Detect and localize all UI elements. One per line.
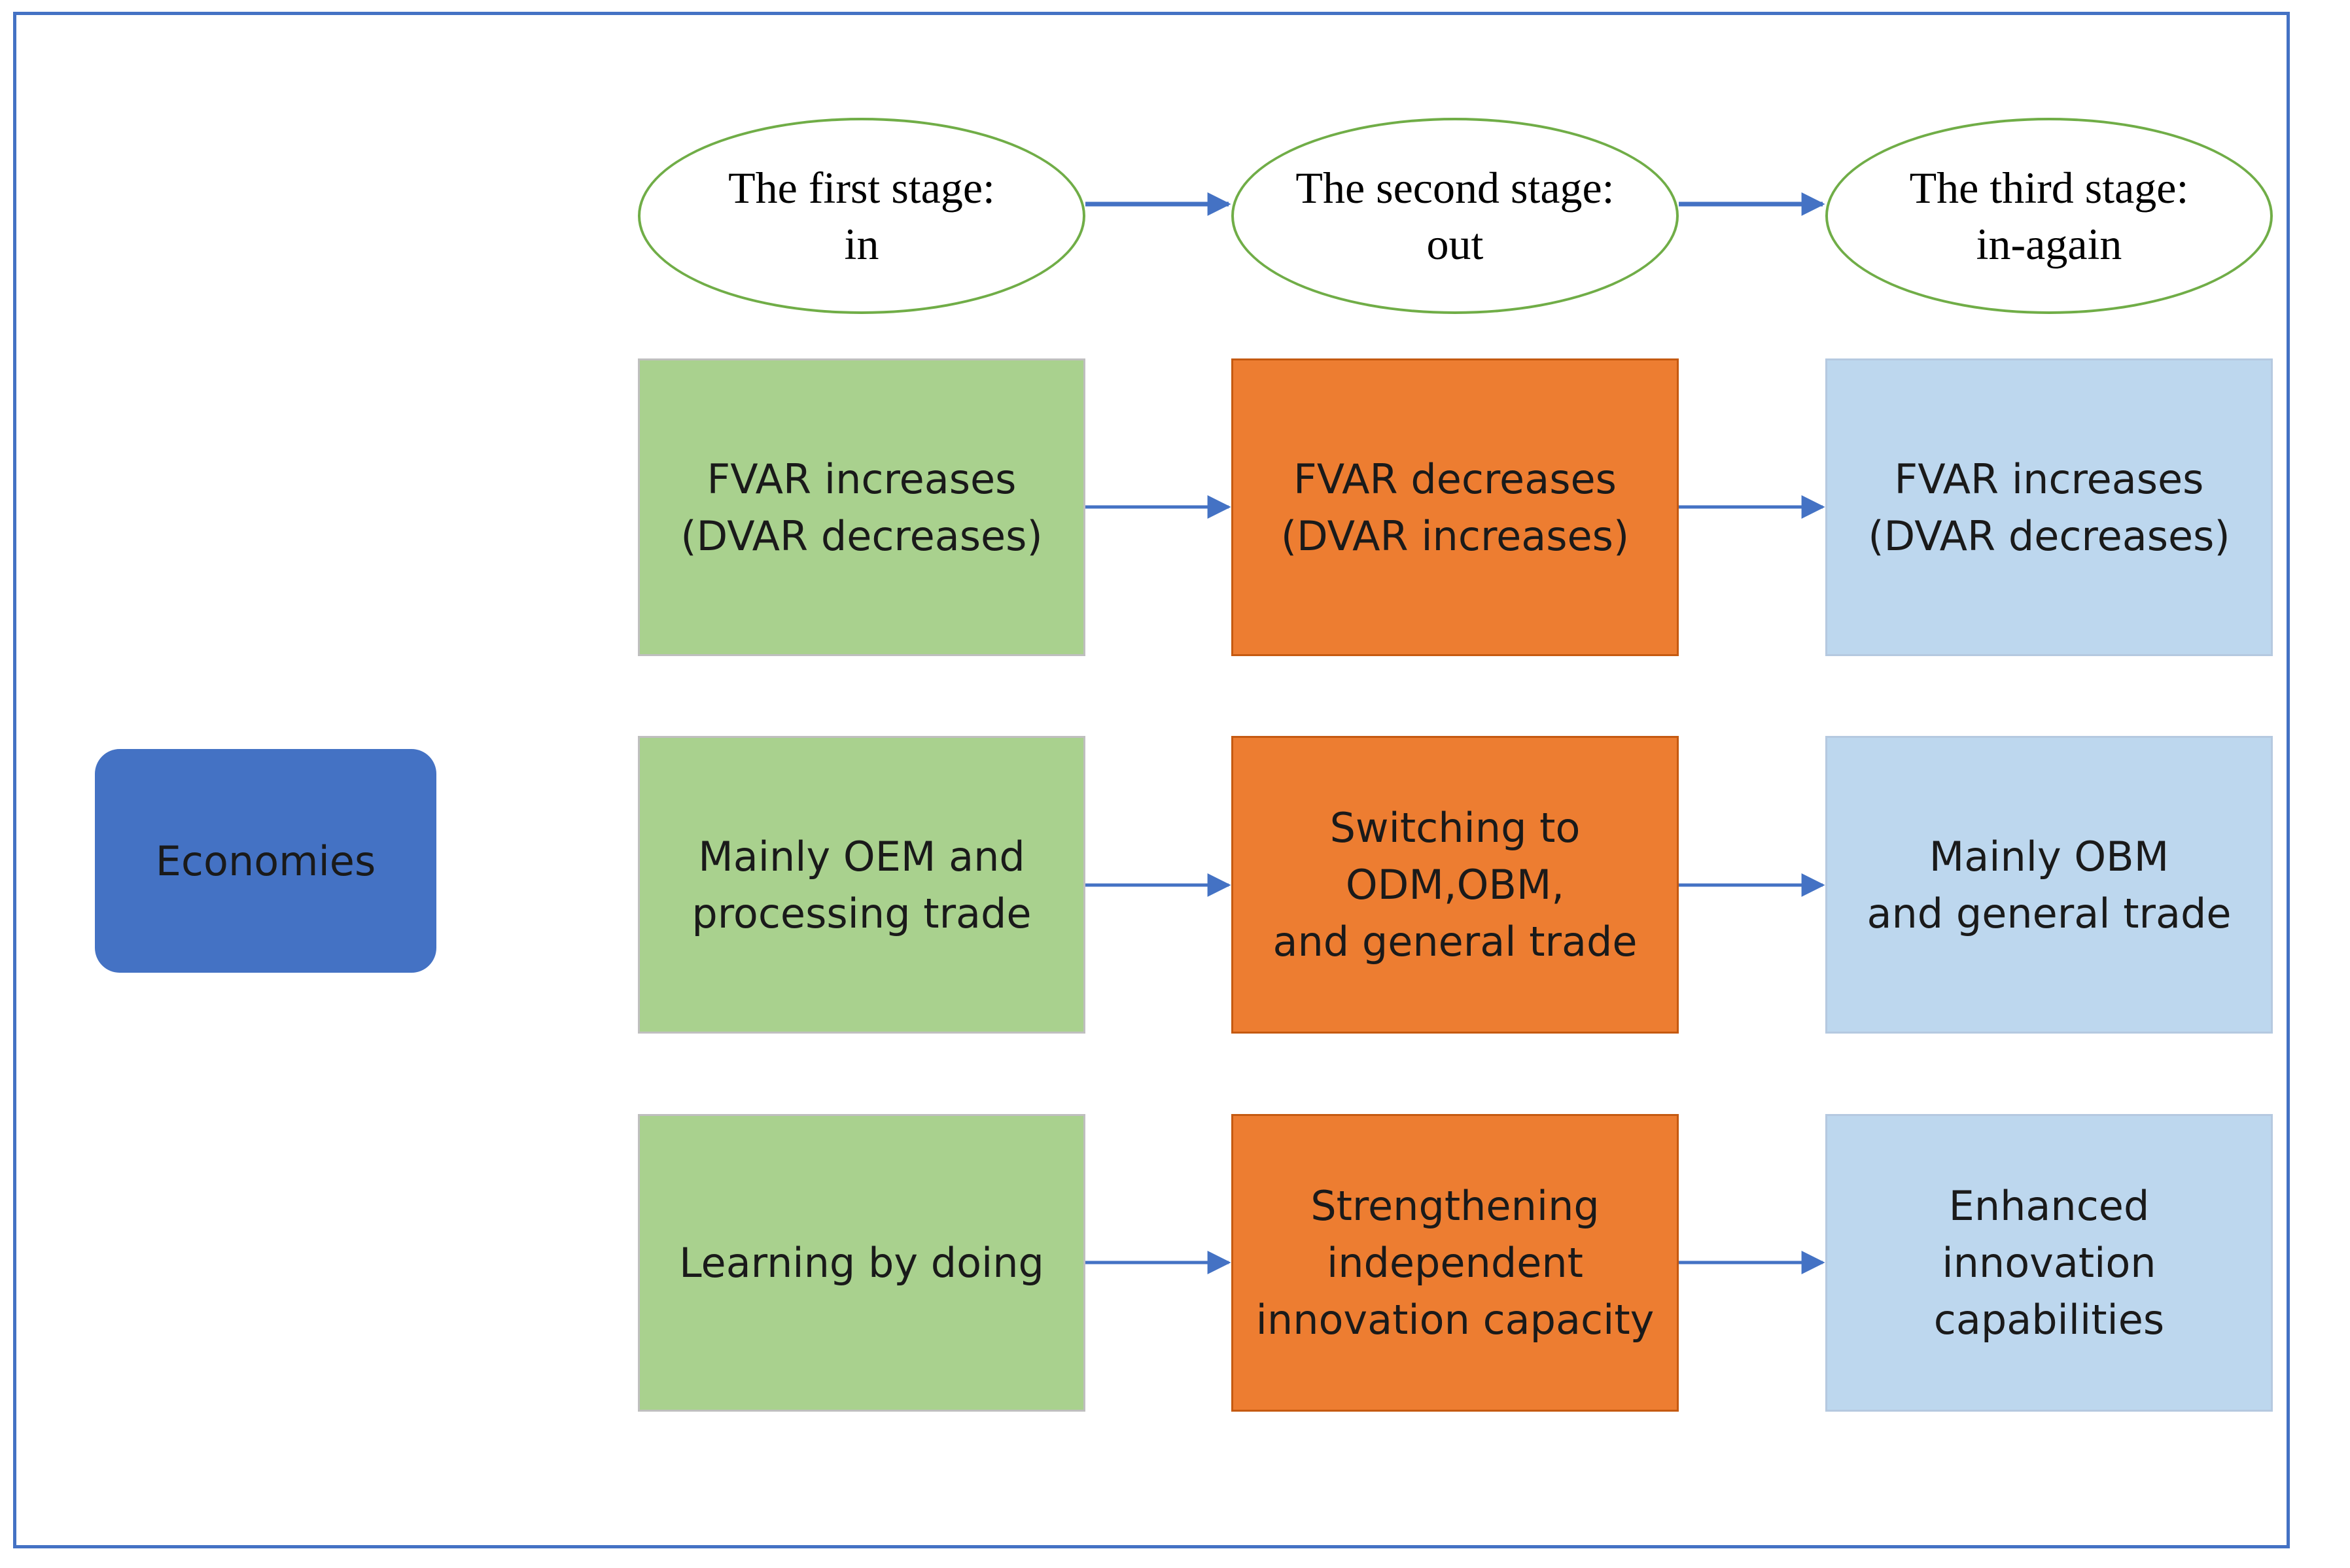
economies-label: Economies [155,837,376,885]
diagram-frame [13,12,2290,1548]
row2-stage2-text: Switching to ODM,OBM, and general trade [1272,804,1638,966]
stage-1-ellipse: The first stage: in [638,118,1085,314]
row1-stage1-text: FVAR increases (DVAR decreases) [680,455,1043,560]
stage-1-label: The first stage: in [728,163,995,269]
row2-stage2-box: Switching to ODM,OBM, and general trade [1231,736,1679,1034]
row1-stage3-text: FVAR increases (DVAR decreases) [1868,455,2230,560]
row1-stage2-box: FVAR decreases (DVAR increases) [1231,358,1679,656]
row2-stage1-text: Mainly OEM and processing trade [692,832,1032,937]
row2-stage3-text: Mainly OBM and general trade [1867,832,2232,937]
row3-stage3-box: Enhanced innovation capabilities [1825,1114,2273,1412]
row2-stage3-box: Mainly OBM and general trade [1825,736,2273,1034]
row1-stage1-box: FVAR increases (DVAR decreases) [638,358,1085,656]
economies-box: Economies [95,749,436,973]
stage-3-label: The third stage: in-again [1909,163,2189,269]
row3-stage3-text: Enhanced innovation capabilities [1933,1182,2165,1344]
stage-3-ellipse: The third stage: in-again [1825,118,2273,314]
row3-stage2-text: Strengthening independent innovation cap… [1255,1182,1655,1344]
stage-2-label: The second stage: out [1295,163,1615,269]
row3-stage1-text: Learning by doing [679,1239,1044,1287]
row3-stage1-box: Learning by doing [638,1114,1085,1412]
row2-stage1-box: Mainly OEM and processing trade [638,736,1085,1034]
stage-2-ellipse: The second stage: out [1231,118,1679,314]
row1-stage2-text: FVAR decreases (DVAR increases) [1280,455,1630,560]
row3-stage2-box: Strengthening independent innovation cap… [1231,1114,1679,1412]
row1-stage3-box: FVAR increases (DVAR decreases) [1825,358,2273,656]
